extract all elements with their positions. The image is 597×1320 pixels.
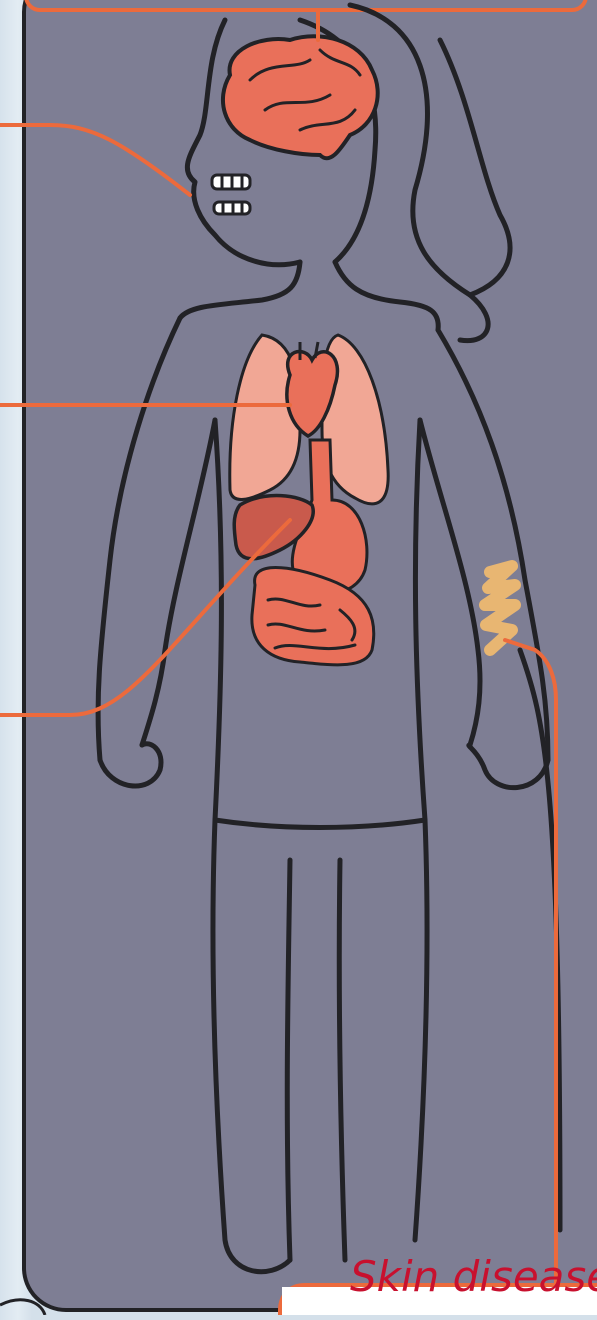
- skin-disease-label: Skin disease: [350, 1252, 597, 1301]
